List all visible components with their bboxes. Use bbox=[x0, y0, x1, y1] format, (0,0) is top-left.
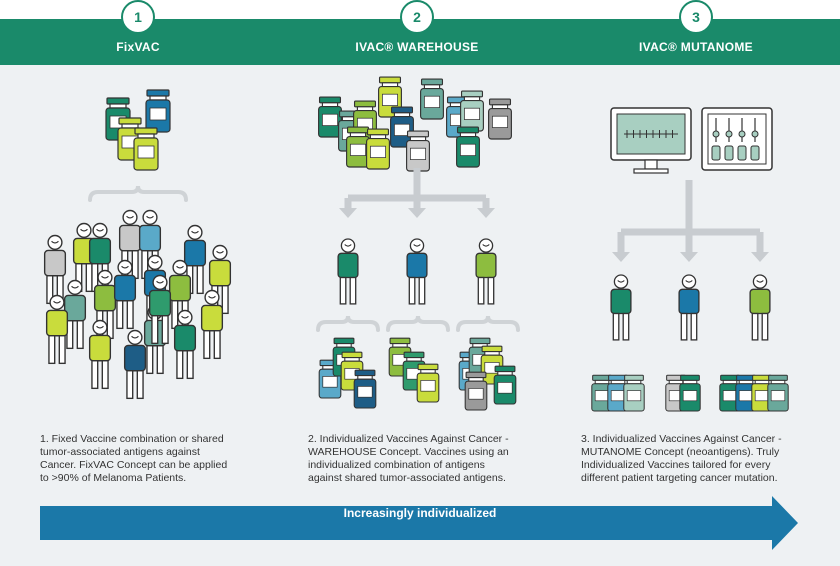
person-icon bbox=[475, 238, 497, 305]
vial-icon bbox=[366, 128, 390, 170]
vial-icon bbox=[416, 363, 440, 403]
step-badge-1: 1 bbox=[121, 0, 155, 34]
description-line: Cancer. FixVAC Concept can be applied bbox=[40, 459, 228, 471]
individualization-arrow-label: Increasingly individualized bbox=[343, 506, 497, 520]
vial-icon bbox=[679, 374, 701, 412]
brace-icon bbox=[386, 315, 450, 332]
description-line: against shared tumor-associated antigens… bbox=[308, 472, 506, 484]
person-icon bbox=[200, 289, 224, 360]
vial-icon bbox=[133, 127, 159, 171]
vial-icon bbox=[719, 374, 741, 412]
person-icon bbox=[45, 294, 69, 365]
description-mutanome: 3. Individualized Vaccines Against Cance… bbox=[581, 433, 831, 485]
person-icon bbox=[148, 274, 172, 345]
vial-icon bbox=[460, 90, 484, 132]
person-icon bbox=[337, 238, 359, 305]
person-icon bbox=[406, 238, 428, 305]
vial-icon bbox=[456, 126, 480, 168]
vial-icon bbox=[420, 78, 444, 120]
vial-icon bbox=[464, 371, 488, 411]
person-icon bbox=[173, 309, 197, 380]
description-fixvac: 1. Fixed Vaccine combination or shared t… bbox=[40, 433, 290, 485]
vial-icon bbox=[735, 374, 757, 412]
description-line: WAREHOUSE Concept. Vaccines using an bbox=[308, 446, 509, 458]
person-icon bbox=[610, 274, 632, 341]
sequencer-icon bbox=[701, 107, 773, 171]
brace-icon bbox=[316, 315, 380, 332]
step-badge-2: 2 bbox=[400, 0, 434, 34]
vial-icon bbox=[406, 130, 430, 172]
description-line: Individualized Vaccines tailored for eve… bbox=[581, 459, 771, 471]
branch-arrow-icon bbox=[339, 168, 495, 218]
brace-icon bbox=[88, 185, 188, 202]
person-icon bbox=[749, 274, 771, 341]
person-icon bbox=[43, 234, 67, 305]
description-warehouse: 2. Individualized Vaccines Against Cance… bbox=[308, 433, 568, 485]
vial-icon bbox=[591, 374, 613, 412]
vial-icon bbox=[390, 106, 414, 148]
description-line: 3. Individualized Vaccines Against Cance… bbox=[581, 433, 782, 445]
person-icon bbox=[88, 319, 112, 390]
description-line: to >90% of Melanoma Patients. bbox=[40, 472, 187, 484]
vial-icon bbox=[607, 374, 629, 412]
description-line: tumor-associated antigens against bbox=[40, 446, 200, 458]
column-title-warehouse: IVAC® WAREHOUSE bbox=[355, 40, 479, 54]
column-title-mutanome: IVAC® MUTANOME bbox=[639, 40, 753, 54]
description-line: different patient targeting cancer mutat… bbox=[581, 472, 778, 484]
vial-icon bbox=[318, 96, 342, 138]
vial-icon bbox=[751, 374, 773, 412]
vial-icon bbox=[145, 89, 171, 133]
individualization-arrow bbox=[40, 496, 798, 550]
vial-icon bbox=[493, 365, 517, 405]
description-line: 1. Fixed Vaccine combination or shared bbox=[40, 433, 224, 445]
person-icon bbox=[678, 274, 700, 341]
description-line: 2. Individualized Vaccines Against Cance… bbox=[308, 433, 509, 445]
person-icon bbox=[123, 329, 147, 400]
description-line: individualized combination of antigens bbox=[308, 459, 485, 471]
branch-arrow-icon bbox=[612, 180, 769, 262]
column-title-fixvac: FixVAC bbox=[116, 40, 160, 54]
vial-icon bbox=[623, 374, 645, 412]
vial-icon bbox=[346, 126, 370, 168]
vial-icon bbox=[353, 369, 377, 409]
person-icon bbox=[113, 259, 137, 330]
vial-icon bbox=[488, 98, 512, 140]
description-line: MUTANOME Concept (neoantigens). Truly bbox=[581, 446, 780, 458]
vial-icon bbox=[767, 374, 789, 412]
step-badge-3: 3 bbox=[679, 0, 713, 34]
brace-icon bbox=[456, 315, 520, 332]
monitor-icon bbox=[610, 107, 692, 174]
